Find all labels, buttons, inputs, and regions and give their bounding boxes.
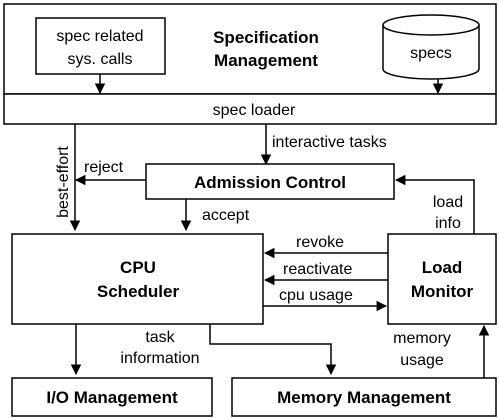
cpu-scheduler-box [11, 233, 264, 325]
load-info-arrow [394, 174, 475, 234]
load-info-label-line2: info [435, 215, 461, 232]
task-info-label-line1: task [145, 329, 175, 346]
best-effort-label: best-effort [55, 146, 72, 218]
specs-database-icon [382, 14, 480, 80]
load-info-label-line1: load [433, 194, 463, 211]
accept-label: accept [202, 207, 250, 224]
reactivate-label: reactivate [283, 261, 352, 278]
spec-syscalls-label-line1: spec related [56, 28, 143, 45]
revoke-label: revoke [296, 234, 344, 251]
io-management-label: I/O Management [46, 388, 178, 407]
spec-syscalls-box [35, 17, 166, 75]
memory-usage-label-line1: memory [393, 330, 451, 347]
spec-syscalls-label-line2: sys. calls [68, 51, 133, 68]
spec-loader-box [3, 93, 497, 125]
cpu-scheduler-label-line1: CPU [120, 258, 156, 277]
load-monitor-label-line1: Load [422, 258, 463, 277]
spec-loader-label: spec loader [213, 102, 296, 119]
spec-management-title-line2: Management [214, 51, 318, 70]
task-info-label-line2: information [120, 350, 199, 367]
spec-management-title-line1: Specification [213, 28, 319, 47]
load-monitor-box [387, 233, 497, 325]
interactive-tasks-label: interactive tasks [272, 134, 387, 151]
admission-control-box [145, 163, 395, 200]
io-management-box [11, 377, 213, 417]
memory-management-label: Memory Management [277, 388, 451, 407]
reject-label: reject [84, 159, 124, 176]
cpu-usage-label: cpu usage [279, 287, 353, 304]
load-monitor-label-line2: Monitor [411, 282, 474, 301]
cpu-scheduler-label-line2: Scheduler [97, 282, 180, 301]
specs-label: specs [410, 45, 452, 62]
task-info-to-memory-arrow [209, 324, 337, 376]
memory-management-box [231, 377, 497, 417]
admission-control-label: Admission Control [194, 173, 346, 192]
memory-usage-label-line2: usage [400, 352, 444, 369]
